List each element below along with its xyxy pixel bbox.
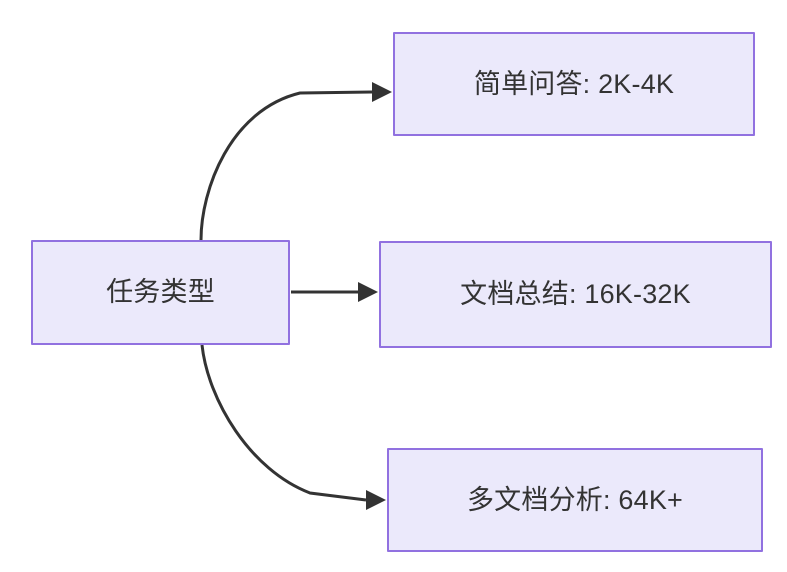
arrowhead-multi-doc-analysis (366, 490, 386, 510)
arrowhead-doc-summary (358, 282, 378, 302)
node-simple-qa-label: 简单问答: 2K-4K (473, 68, 675, 99)
node-task-type[interactable]: 任务类型 (31, 240, 290, 345)
node-multi-doc-analysis-label: 多文档分析: 64K+ (466, 484, 683, 515)
arrowhead-simple-qa (372, 82, 392, 102)
node-multi-doc-analysis[interactable]: 多文档分析: 64K+ (387, 448, 763, 552)
edge-task-type-to-multi-doc-analysis (200, 344, 367, 502)
node-simple-qa[interactable]: 简单问答: 2K-4K (393, 32, 755, 136)
node-task-type-label: 任务类型 (106, 277, 215, 308)
edge-task-type-to-simple-qa (199, 90, 373, 241)
node-doc-summary-label: 文档总结: 16K-32K (460, 279, 691, 310)
node-doc-summary[interactable]: 文档总结: 16K-32K (379, 241, 772, 348)
